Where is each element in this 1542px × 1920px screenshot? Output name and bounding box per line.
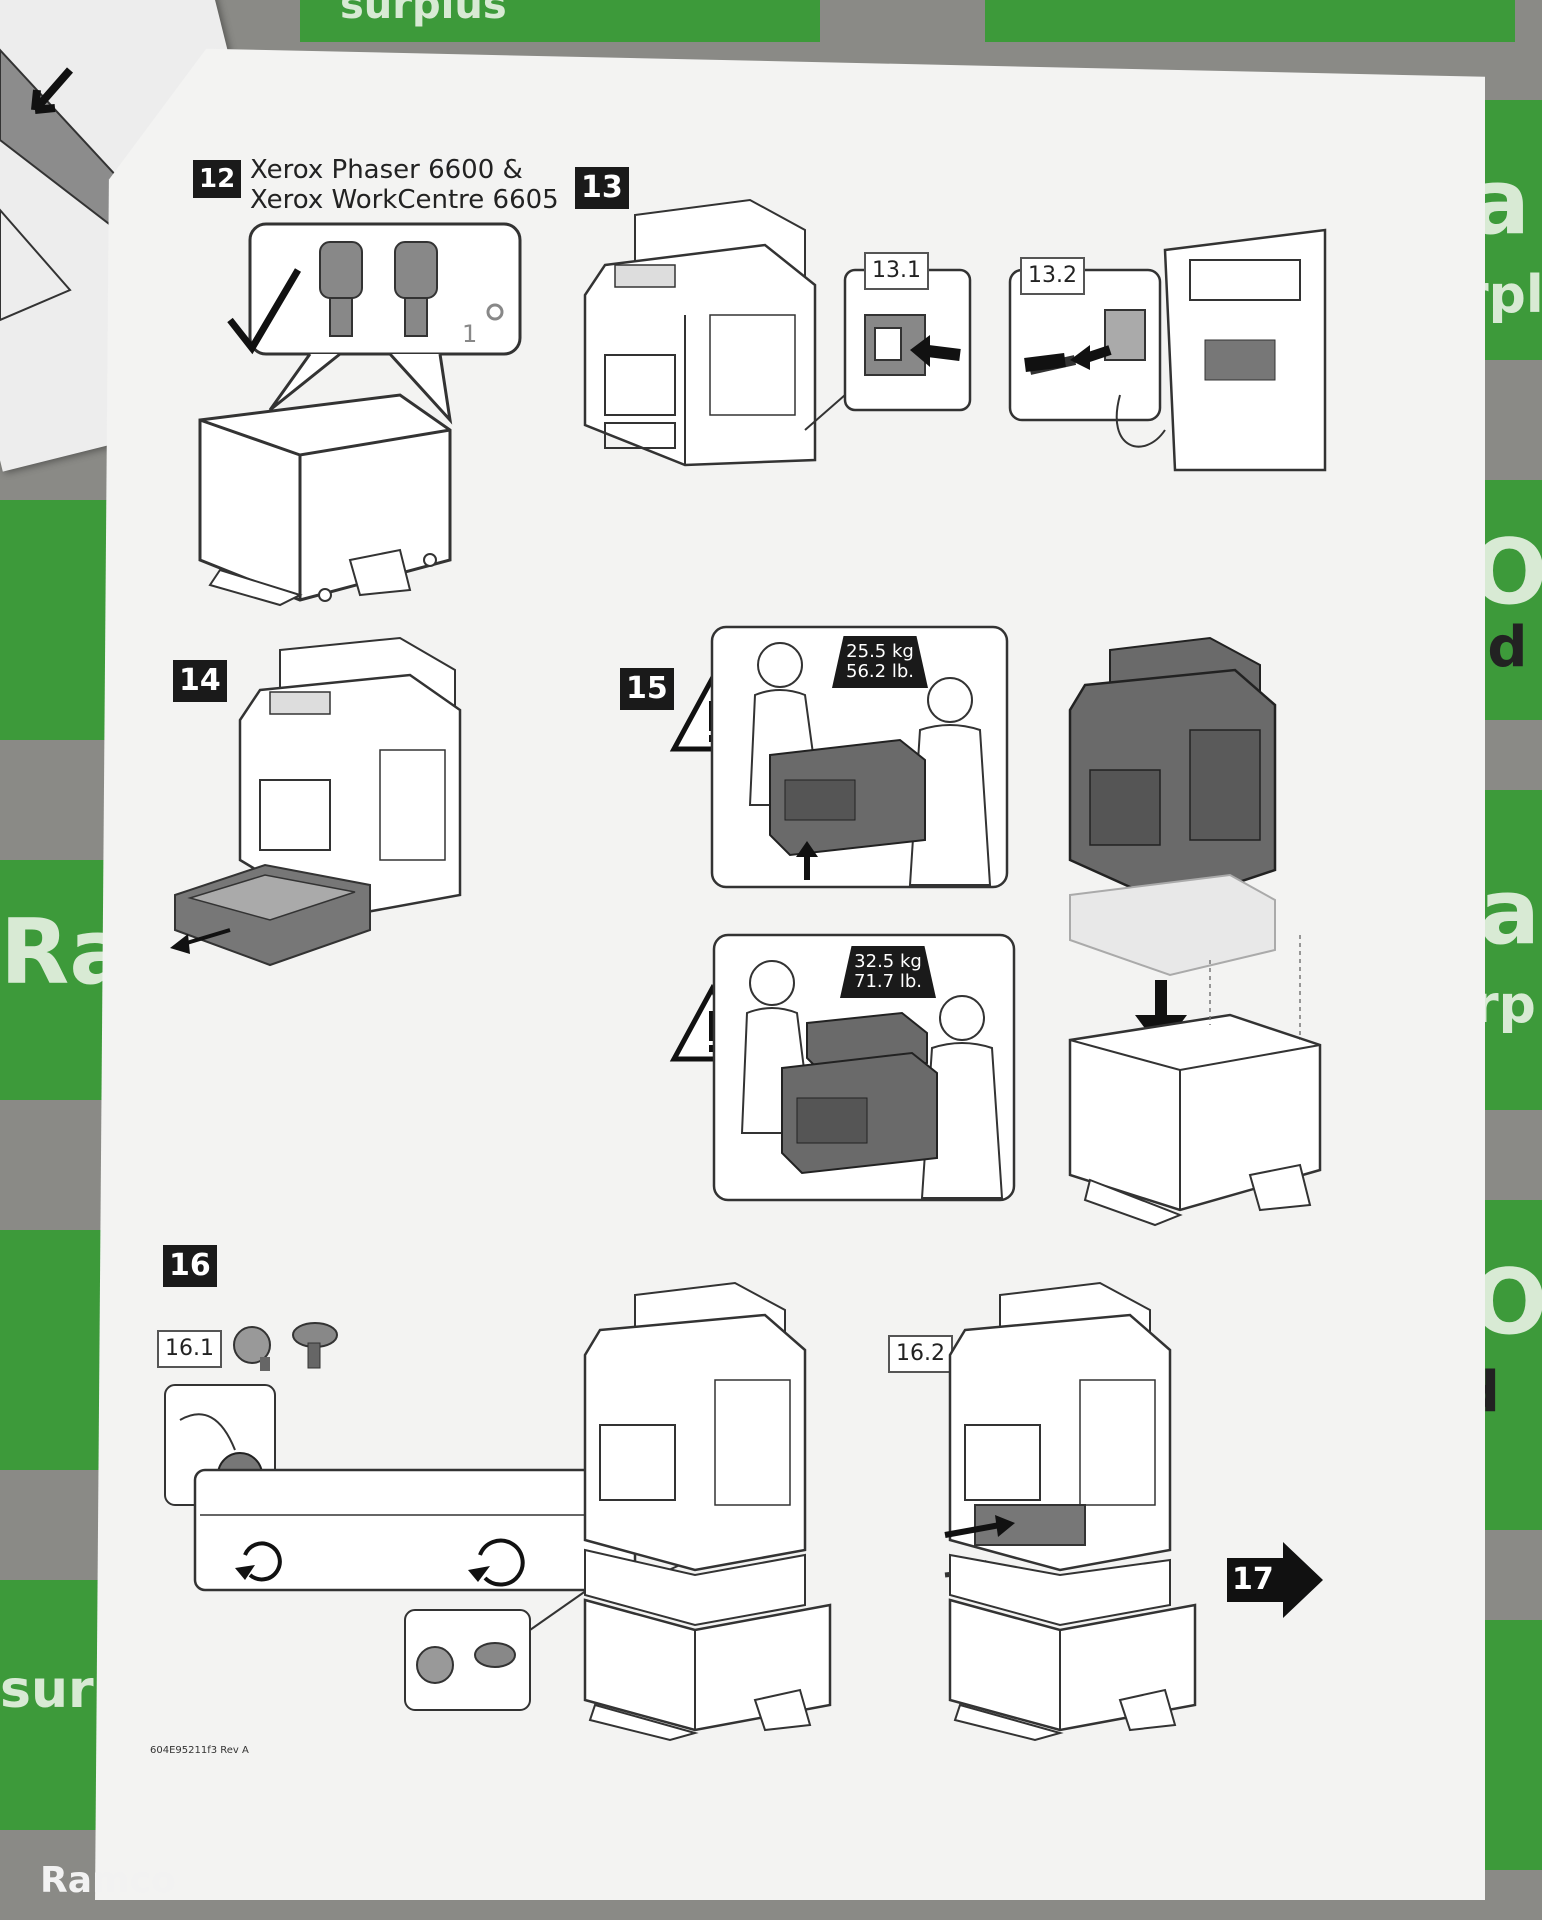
stand-with-screws-illustration — [198, 222, 522, 607]
two-person-lift-mfp-illustration — [712, 933, 1016, 1202]
two-person-lift-printer-illustration — [710, 625, 1009, 889]
printer-on-tray-and-stand-illustration — [1068, 636, 1322, 1227]
weight-badge: 25.5 kg 56.2 lb. — [832, 636, 928, 688]
step-number: 14 — [173, 660, 227, 702]
step-number: 13 — [575, 167, 629, 209]
weight-kg: 32.5 kg — [854, 951, 922, 972]
knob-screws-icon — [233, 1322, 338, 1371]
step-title-line: Xerox WorkCentre 6605 — [250, 185, 559, 215]
green-banner-left-1 — [0, 500, 120, 740]
step-number: 15 — [620, 668, 674, 710]
green-banner-left-4 — [0, 1580, 110, 1830]
green-banner-top-left — [300, 0, 820, 42]
next-step-number: 17 — [1232, 1562, 1274, 1597]
checkmark-icon — [227, 268, 302, 355]
quantity-mark: 1 — [462, 320, 478, 348]
weight-badge: 32.5 kg 71.7 lb. — [840, 946, 936, 998]
substep-number: 13.2 — [1020, 257, 1085, 295]
weight-lb: 56.2 lb. — [846, 661, 914, 682]
green-banner-left-3 — [0, 1230, 110, 1470]
step-number: 12 — [193, 160, 242, 198]
substep-number: 16.1 — [157, 1330, 222, 1368]
printer-tray-insert-illustration — [944, 1281, 1197, 1742]
next-step-arrow-icon — [1227, 1542, 1323, 1618]
printer-tray-removal-illustration — [170, 636, 462, 967]
printer-power-cord-illustration — [1008, 228, 1327, 472]
green-banner-left-2 — [0, 860, 120, 1100]
substep-number: 13.1 — [864, 252, 929, 290]
green-banner-top-right — [985, 0, 1515, 42]
printer-assembled-illustration — [583, 1281, 832, 1742]
step-number: 16 — [163, 1245, 217, 1287]
printer-power-switch-illustration — [583, 198, 972, 467]
weight-lb: 71.7 lb. — [854, 971, 922, 992]
step-title-line: Xerox Phaser 6600 & — [250, 155, 523, 185]
ramco-watermark: Ramco — [40, 1860, 176, 1901]
substep-number: 16.2 — [888, 1335, 953, 1373]
weight-kg: 25.5 kg — [846, 641, 914, 662]
tray-lock-screws-illustration — [164, 1384, 681, 1711]
banner-word: surplus — [340, 0, 507, 28]
document-code: 604E95211f3 Rev A — [150, 1745, 249, 1756]
